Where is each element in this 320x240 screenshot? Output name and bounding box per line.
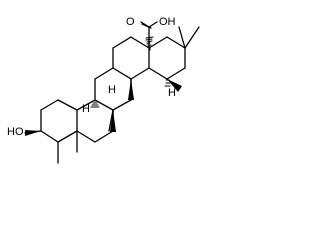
ring-e (148, 36, 186, 80)
chemical-structure-diagram: O OH HO H H H (6, 15, 200, 164)
carboxyl-group (140, 21, 158, 49)
ring-d (112, 36, 150, 80)
hydrogen-label-ab: H (82, 103, 90, 115)
hydroxyl-label: HO (7, 126, 24, 138)
hydrogen-label-de: H (168, 87, 176, 99)
carboxyl-hydroxyl-label: OH (159, 16, 176, 28)
methyl-bonds (57, 26, 200, 164)
carboxyl-oxygen-label: O (126, 16, 135, 28)
atom-labels: O OH HO H H H (6, 15, 176, 138)
hydrogen-label-bc: H (108, 84, 116, 96)
ring-a (40, 99, 78, 143)
hydroxyl-bond (24, 130, 42, 134)
wedge-bonds (25, 79, 182, 136)
